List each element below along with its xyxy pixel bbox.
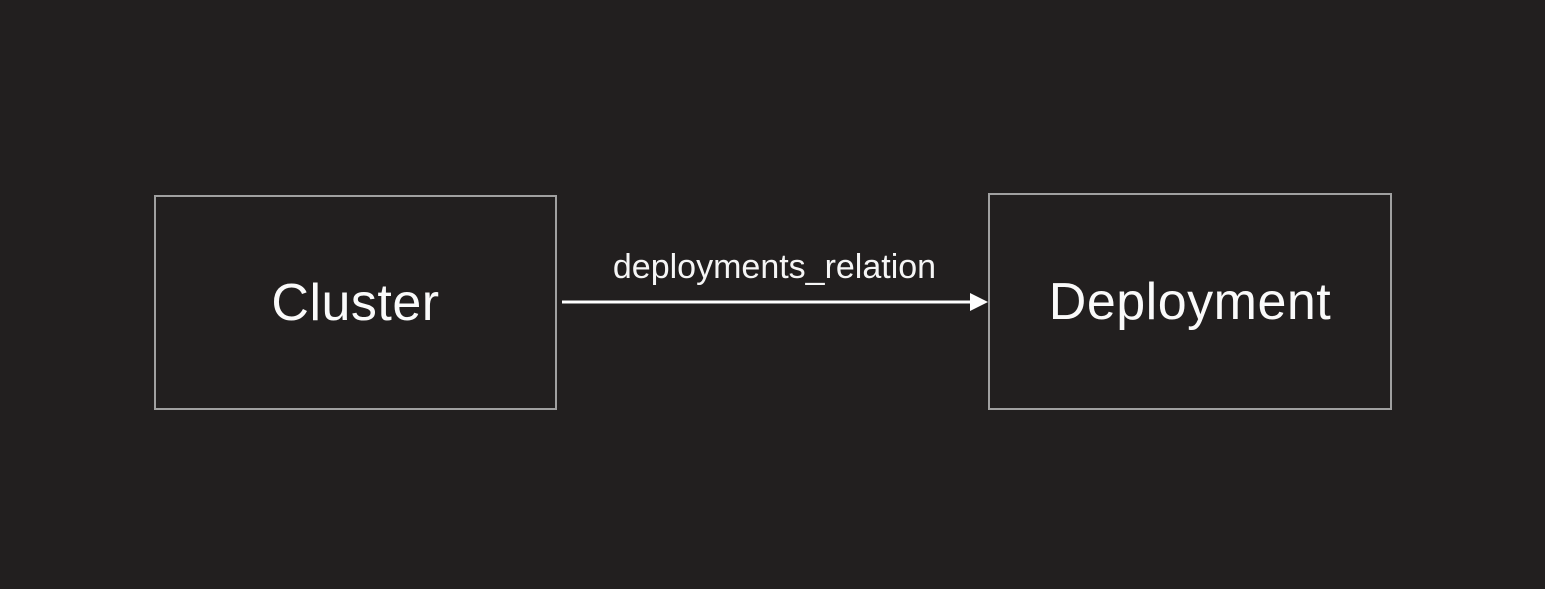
node-cluster-label: Cluster xyxy=(271,273,440,332)
node-deployment-label: Deployment xyxy=(1048,272,1332,331)
node-deployment: Deployment xyxy=(988,193,1392,410)
edge-label: deployments_relation xyxy=(612,248,937,286)
node-cluster: Cluster xyxy=(154,195,557,410)
arrow-head-icon xyxy=(970,293,988,311)
